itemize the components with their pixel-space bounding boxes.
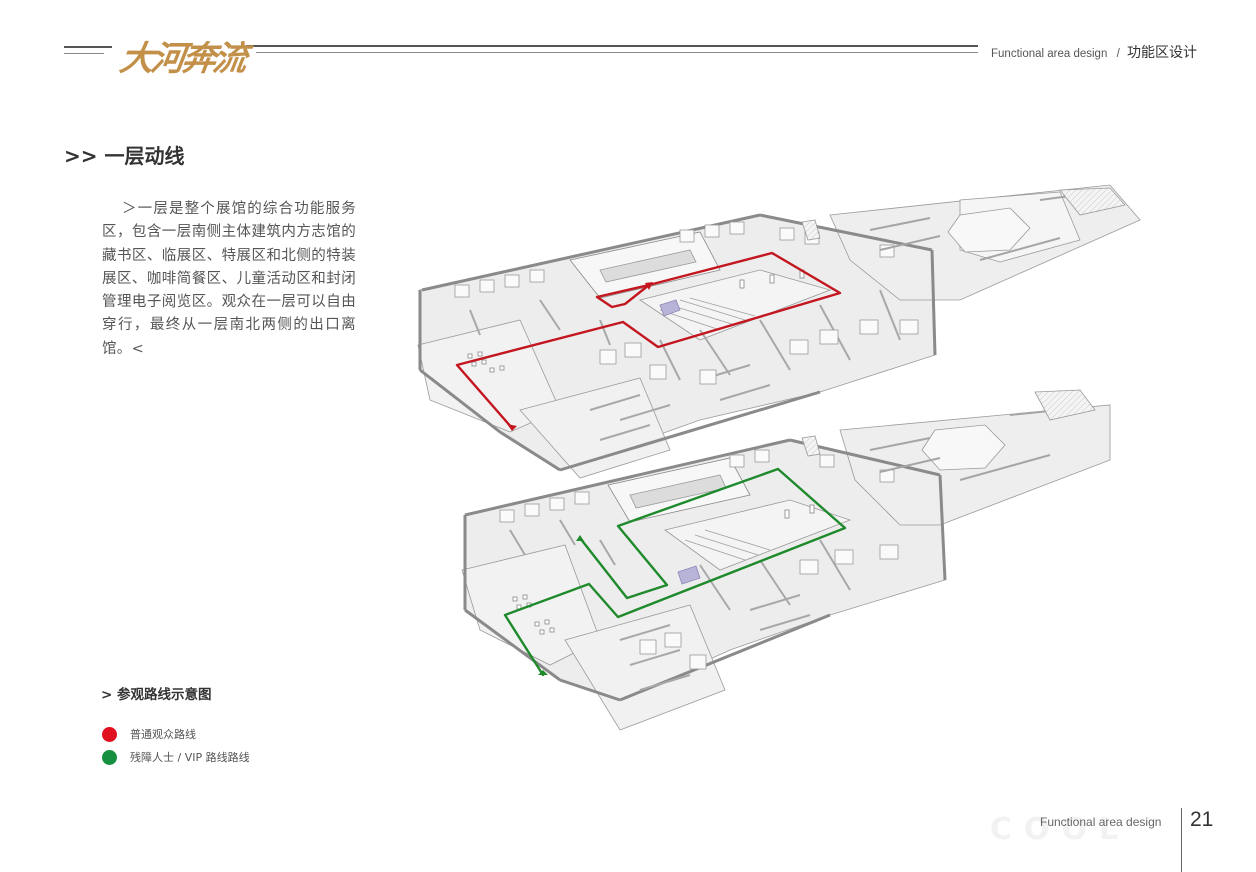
red-dot-icon bbox=[102, 726, 117, 742]
general-visitor-route-turn-arrow-icon bbox=[645, 282, 653, 290]
header-subtitle-en: Functional area design bbox=[991, 48, 1108, 60]
section-title: >> 一层动线 bbox=[64, 144, 185, 168]
section-description: ＞一层是整个展馆的综合功能服务区，包含一层南侧主体建筑内方志馆的藏书区、临展区、… bbox=[102, 201, 356, 357]
header-rule-main-top bbox=[246, 45, 978, 47]
legend-item-accessible-route: 残障人士 / VIP 路线路线 bbox=[102, 749, 250, 765]
accessible-vip-route-end-arrow-icon bbox=[576, 535, 584, 541]
header-rule-left-top bbox=[64, 46, 112, 48]
header-subtitle-separator: / bbox=[1116, 48, 1120, 60]
header-subtitle-cn: 功能区设计 bbox=[1126, 45, 1197, 61]
header-subtitle: Functional area design / 功能区设计 bbox=[991, 42, 1197, 62]
page-number: 21 bbox=[1190, 808, 1214, 831]
legend-title: > 参观路线示意图 bbox=[101, 687, 212, 703]
accessible-vip-route-line bbox=[503, 467, 847, 677]
footer-divider bbox=[1181, 808, 1182, 872]
watermark: COOL bbox=[990, 812, 1131, 847]
general-visitor-route-exit-arrow-icon bbox=[507, 424, 517, 431]
green-dot-icon bbox=[102, 749, 117, 765]
legend-label: 普通观众路线 bbox=[130, 728, 196, 741]
legend-item-general-route: 普通观众路线 bbox=[102, 726, 196, 742]
accessible-vip-route-start-arrow-icon bbox=[538, 670, 548, 675]
header-rule-main-bottom bbox=[256, 52, 978, 53]
header-rule-left-bottom bbox=[64, 53, 104, 54]
general-visitor-route-line bbox=[455, 251, 842, 430]
legend-label: 残障人士 / VIP 路线路线 bbox=[130, 751, 250, 764]
footer-text: Functional area design bbox=[1040, 815, 1162, 829]
